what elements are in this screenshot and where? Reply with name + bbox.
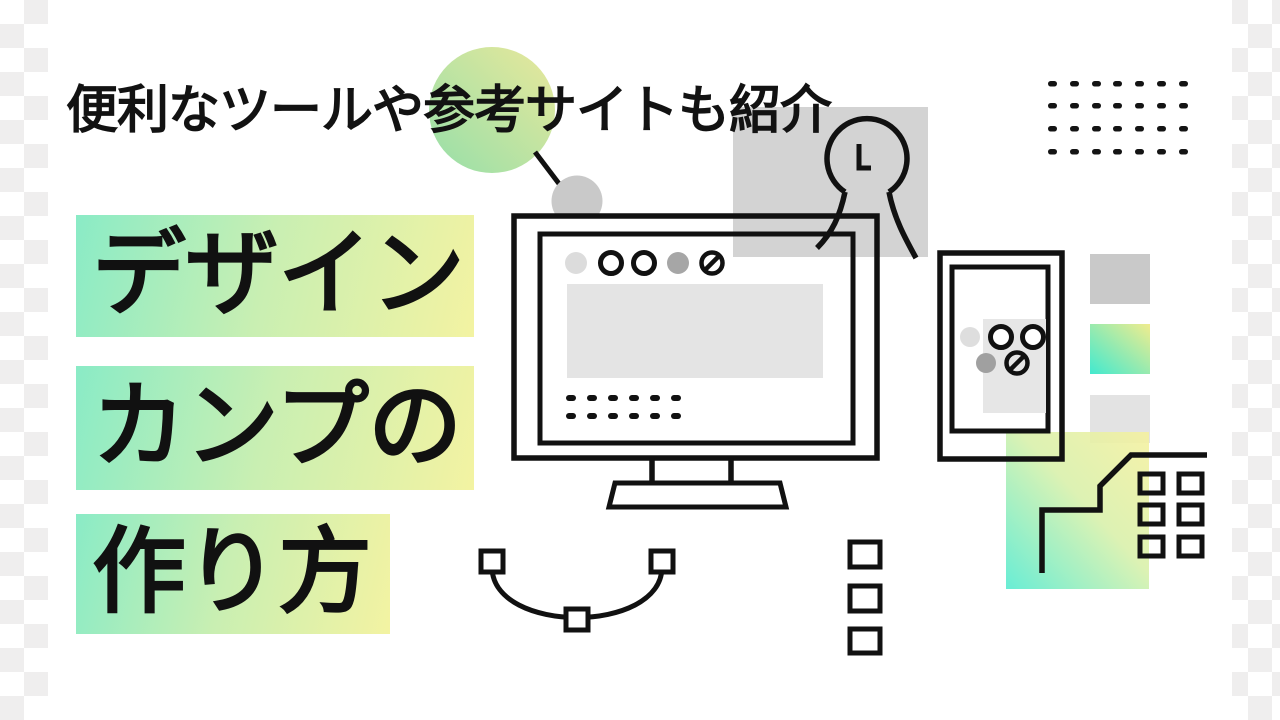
decor-square-gradient [1090, 324, 1150, 374]
title-line-1: デザイン [92, 221, 465, 326]
building-window [1176, 534, 1205, 559]
blocked-circle-icon [1004, 350, 1030, 376]
building-window [1137, 534, 1166, 559]
monitor-screen [537, 231, 856, 446]
browser-dot-outline-1 [598, 250, 624, 276]
title-line-3-box: 作り方 [76, 514, 390, 634]
list-square [847, 539, 883, 570]
person-illustration [815, 115, 919, 260]
building-windows [1137, 471, 1205, 559]
screen-text-dashes [566, 395, 681, 419]
decor-square-gray [1090, 254, 1150, 304]
dot-grid [1048, 81, 1188, 155]
bezier-curve-illustration [478, 548, 676, 633]
phone-dot-outline-1 [988, 324, 1014, 350]
monitor-outer-frame [511, 213, 880, 461]
bezier-anchor-right [648, 548, 676, 575]
blocked-circle-icon [699, 250, 725, 276]
person-head [824, 115, 910, 195]
person-right-shoulder [886, 191, 919, 260]
building-window [1137, 471, 1166, 496]
screen-placeholder [567, 284, 823, 378]
phone-illustration [937, 250, 1065, 462]
building-window [1137, 502, 1166, 527]
phone-outer-frame [937, 250, 1065, 462]
gradient-circle [429, 47, 555, 173]
bezier-anchor-left [478, 548, 506, 575]
list-square [847, 583, 883, 614]
title-line-2-box: カンプの [76, 366, 474, 490]
list-squares [847, 539, 883, 656]
bezier-anchor-center [563, 606, 591, 633]
phone-dot-light [960, 327, 980, 347]
browser-dot-outline-2 [631, 250, 657, 276]
building-outline [1039, 452, 1207, 573]
person-face-mark [856, 144, 871, 171]
callout-line [533, 150, 562, 187]
person-left-shoulder [815, 191, 848, 250]
title-line-2: カンプの [92, 373, 462, 478]
title-line-1-box: デザイン [76, 215, 474, 337]
browser-dot-light [565, 252, 587, 274]
monitor-stand [605, 458, 790, 510]
monitor-illustration [511, 213, 880, 510]
title-line-3: 作り方 [92, 519, 372, 624]
phone-dot-dark [976, 353, 996, 373]
list-square [847, 626, 883, 656]
building-window [1176, 502, 1205, 527]
building-window [1176, 471, 1205, 496]
phone-dot-outline-2 [1020, 324, 1046, 350]
browser-dot-dark [667, 252, 689, 274]
subtitle-text: 便利なツールや参考サイトも紹介 [66, 82, 832, 140]
